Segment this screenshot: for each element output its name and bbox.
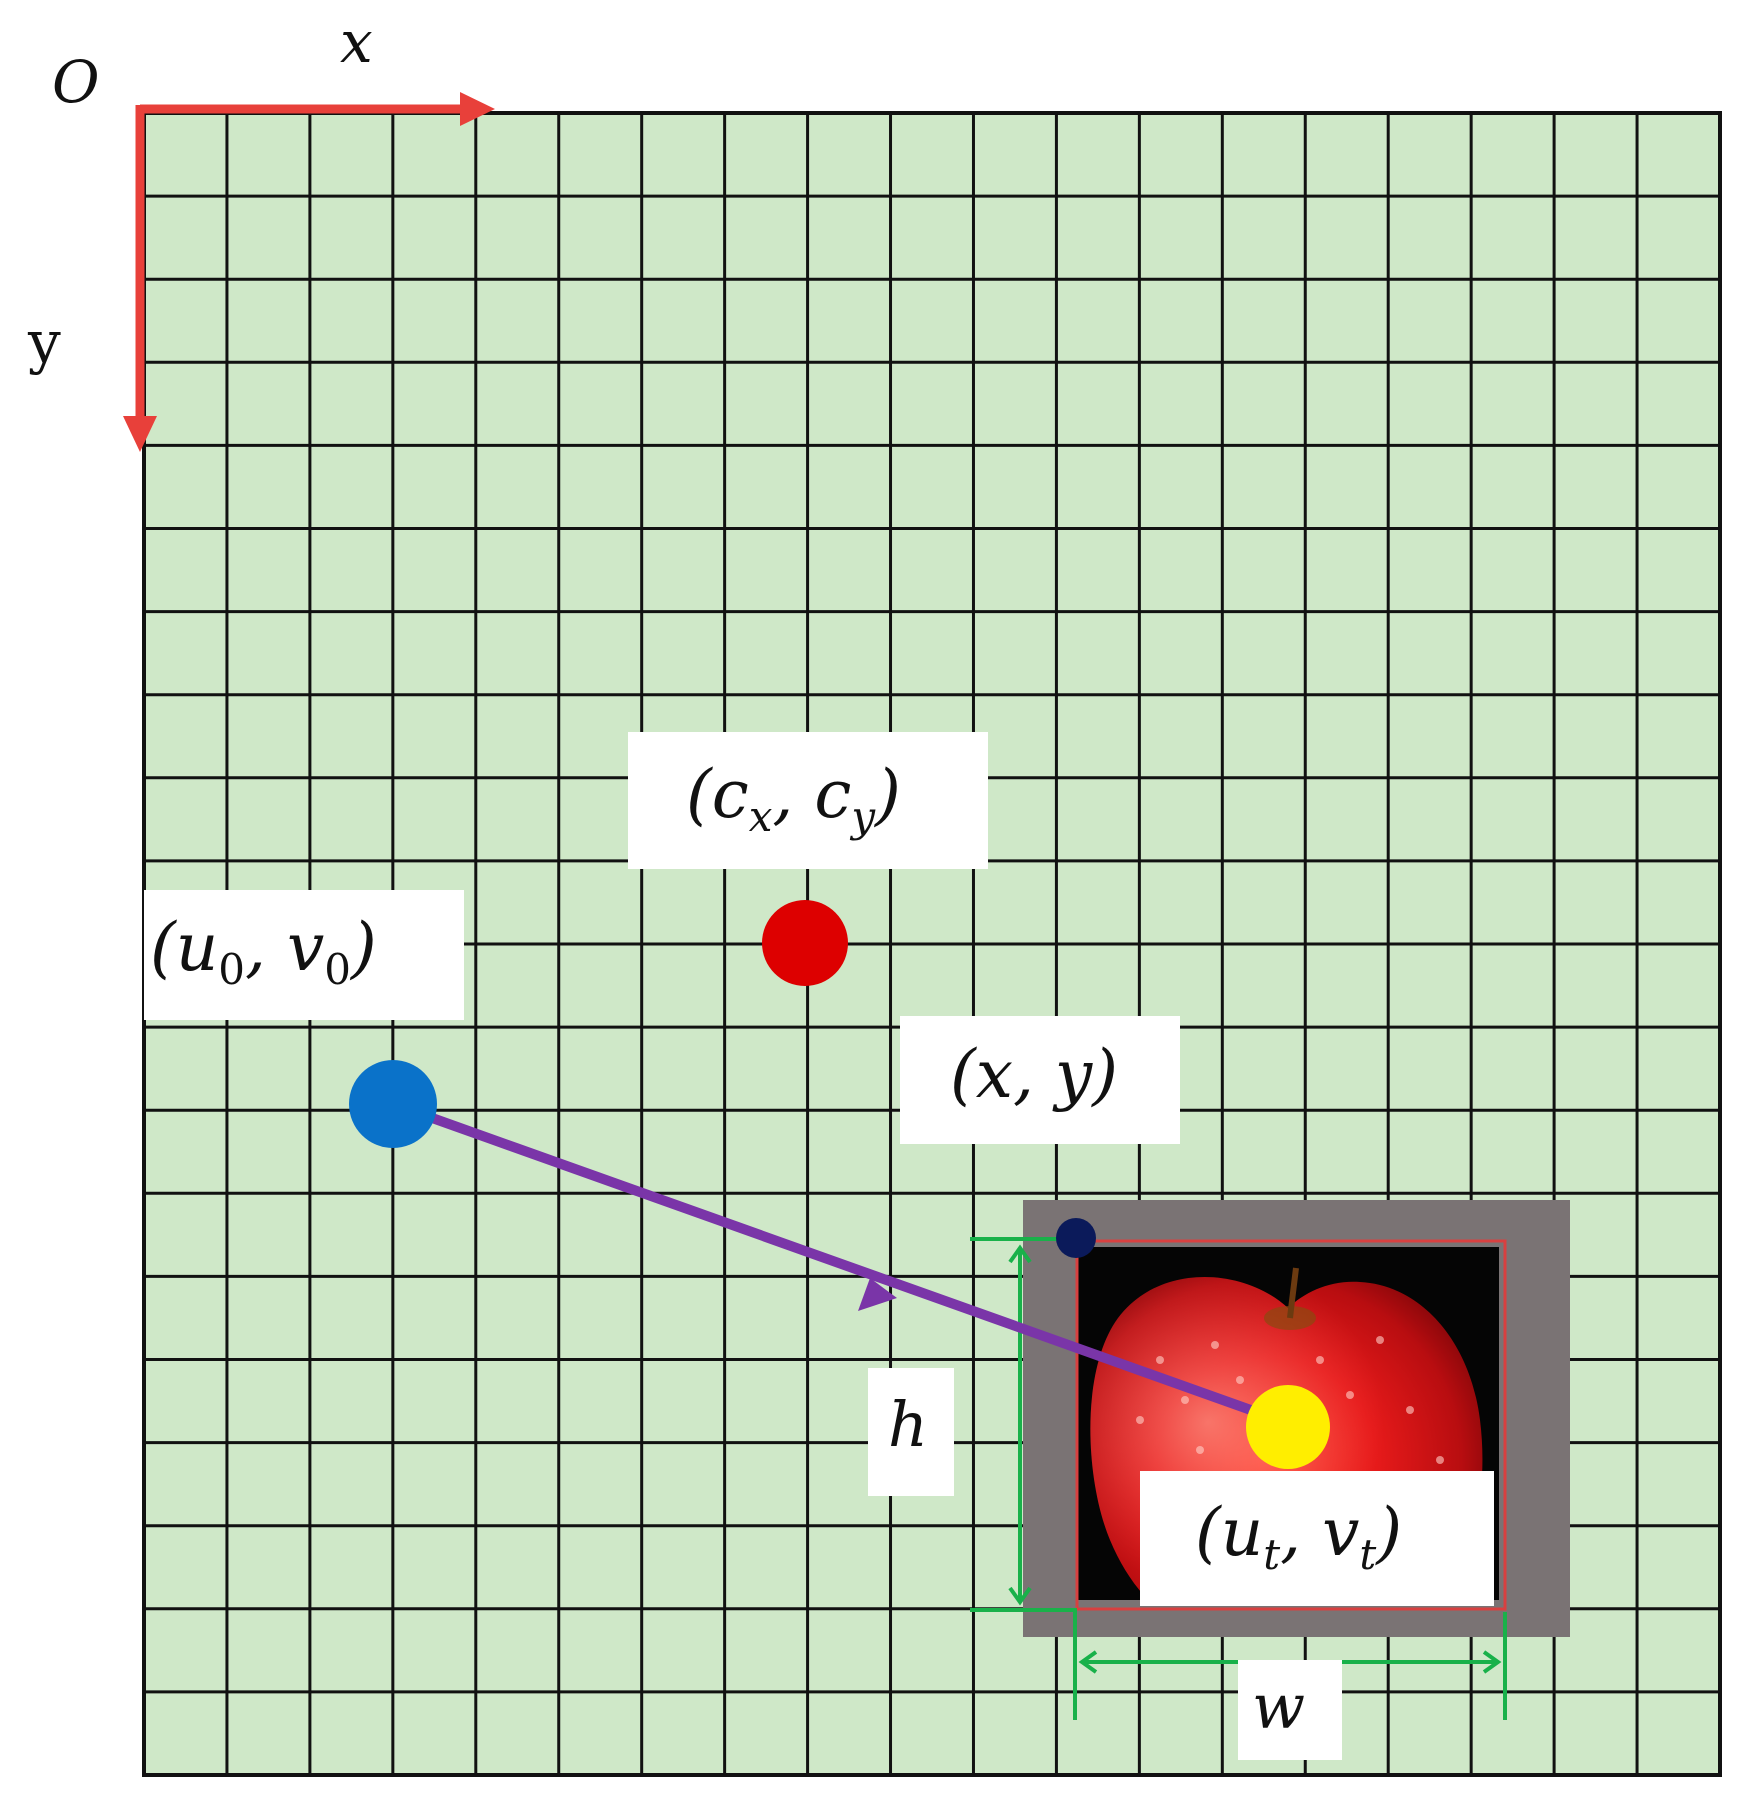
apple-droplet (1406, 1406, 1414, 1414)
width-label: w (1252, 1670, 1305, 1743)
target-label-box (1140, 1471, 1494, 1606)
trajectory (388, 1099, 1295, 1429)
trajectory-arrowhead (858, 1278, 897, 1311)
x-axis-arrowhead (460, 92, 495, 126)
y-axis-arrowhead (123, 416, 157, 452)
height-label-box (868, 1368, 954, 1496)
apple-droplet (1181, 1396, 1189, 1404)
axes (123, 92, 495, 452)
height-label: h (888, 1388, 928, 1461)
target-point (1246, 1385, 1330, 1469)
width-label-box (1238, 1660, 1342, 1760)
apple-droplet (1136, 1416, 1144, 1424)
apple-droplet (1156, 1356, 1164, 1364)
apple-droplet (1376, 1336, 1384, 1344)
width-arrow-right (1482, 1650, 1502, 1674)
height-arrow-top (1008, 1244, 1032, 1264)
apple-droplet (1211, 1341, 1219, 1349)
apple-droplet (1316, 1356, 1324, 1364)
start-label-box (144, 890, 464, 1020)
apple-stem (1287, 1267, 1299, 1319)
y-axis-label: y (27, 308, 61, 376)
point-label: (x, y) (950, 1036, 1118, 1113)
start-label: (u0, v0) (150, 909, 377, 994)
apple-droplet (1196, 1446, 1204, 1454)
point-label-box (900, 1016, 1180, 1144)
center-point (762, 900, 848, 986)
apple-droplet (1346, 1391, 1354, 1399)
x-axis-label: x (340, 8, 373, 76)
height-arrow-bottom (1008, 1586, 1032, 1606)
apple-droplet (1436, 1456, 1444, 1464)
start-point (349, 1060, 437, 1148)
width-arrow-left (1078, 1650, 1098, 1674)
corner-point (1056, 1218, 1096, 1258)
trajectory-line (388, 1099, 1295, 1429)
origin-label: O (52, 48, 100, 116)
apple-droplet (1236, 1376, 1244, 1384)
bbox-box (1075, 1239, 1507, 1611)
center-label-box (628, 732, 988, 869)
